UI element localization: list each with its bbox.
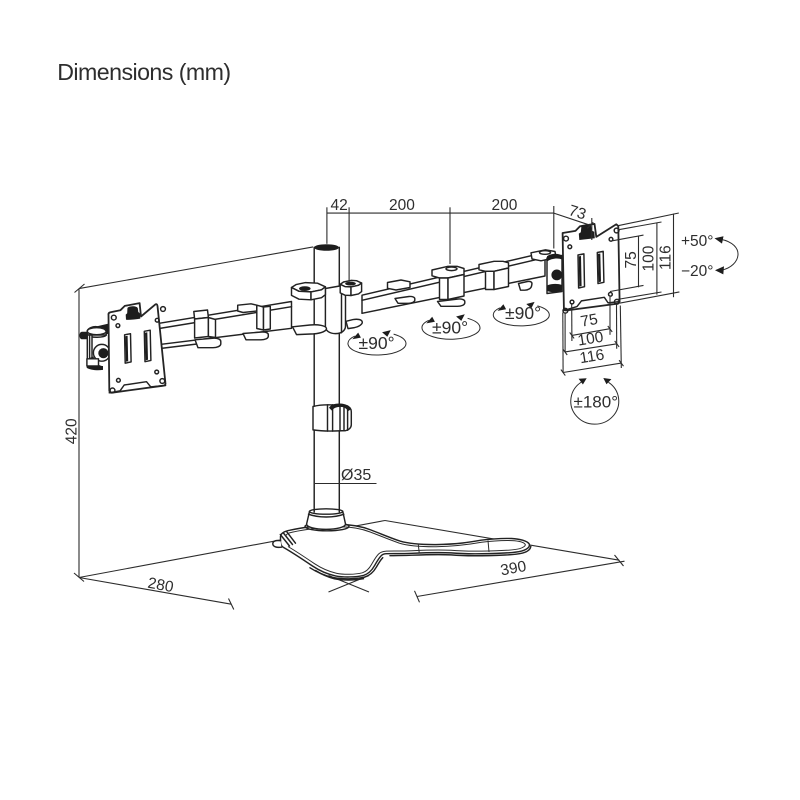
svg-text:420: 420 [64,418,81,444]
svg-text:75: 75 [623,251,640,268]
svg-text:Dimensions (mm): Dimensions (mm) [57,59,230,85]
svg-text:100: 100 [641,245,658,271]
svg-text:±180°: ±180° [574,392,619,411]
svg-text:75: 75 [579,311,599,331]
svg-text:+50°: +50° [681,233,714,250]
svg-text:±90°: ±90° [505,303,541,323]
svg-text:116: 116 [578,346,605,367]
svg-text:280: 280 [146,575,175,596]
svg-text:−20°: −20° [681,263,714,280]
svg-text:100: 100 [576,329,605,350]
svg-text:±90°: ±90° [432,317,468,337]
svg-text:116: 116 [658,245,675,270]
svg-text:200: 200 [492,197,518,214]
svg-text:Ø35: Ø35 [341,467,371,484]
svg-text:200: 200 [389,197,415,214]
svg-text:±90°: ±90° [359,333,395,353]
svg-text:73: 73 [567,202,588,223]
svg-text:390: 390 [499,558,528,579]
svg-text:42: 42 [331,197,348,214]
